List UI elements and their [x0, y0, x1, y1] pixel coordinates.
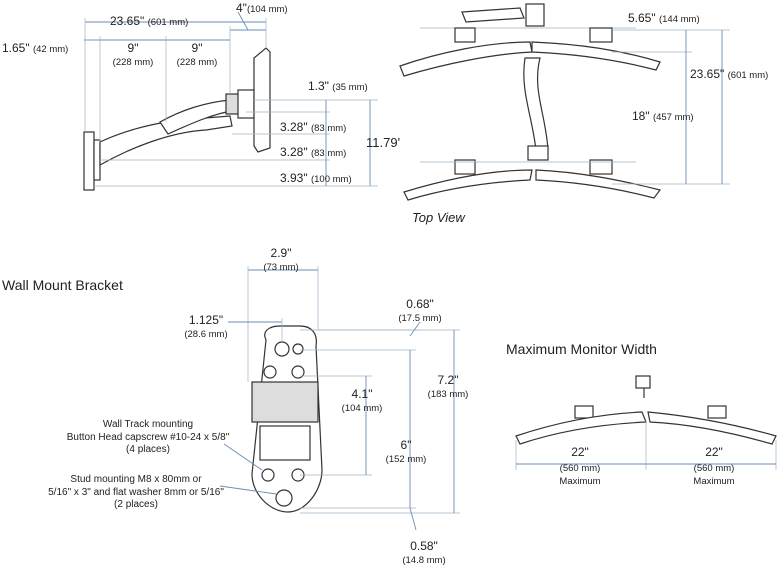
- wall-bracket-drawing: [251, 325, 323, 513]
- top-view-dimensions: [612, 29, 730, 185]
- wall-bracket-title: Wall Mount Bracket: [2, 277, 123, 293]
- dim-left-offset: 1.65" (42 mm): [2, 41, 69, 55]
- dim-h1: 3.28" (83 mm): [280, 120, 347, 134]
- dim-hole-spacing: 4.1"(104 mm): [341, 387, 383, 414]
- dim-top-offset: 4"(104 mm): [236, 1, 288, 15]
- dim-h3: 3.93" (100 mm): [280, 171, 352, 185]
- dim-hole-offset: 1.125"(28.6 mm): [184, 313, 228, 340]
- dim-bracket-bottom: 0.58"(14.8 mm): [402, 539, 446, 566]
- dim-top-view-offset: 5.65" (144 mm): [628, 11, 700, 25]
- max-monitor-title: Maximum Monitor Width: [506, 341, 657, 357]
- max-monitor-dimensions: [515, 420, 777, 470]
- dim-bracket-width: 2.9"(73 mm): [263, 246, 299, 273]
- dim-arm1: 9"(228 mm): [112, 41, 154, 68]
- dim-top-view-total: 23.65" (601 mm): [690, 67, 769, 81]
- side-view-arm-drawing: [83, 47, 271, 191]
- dim-h2: 3.28" (83 mm): [280, 145, 347, 159]
- dim-overall-width: 23.65" (601 mm): [110, 14, 189, 28]
- dim-arm2: 9"(228 mm): [176, 41, 218, 68]
- top-view-label: Top View: [412, 210, 465, 225]
- note-stud-mounting: Stud mounting M8 x 80mm or 5/16" x 3" an…: [48, 474, 224, 510]
- wall-bracket-dimensions: [219, 266, 460, 531]
- dim-monitor-right: 22" (560 mm) Maximum: [693, 445, 735, 487]
- side-view-dimensions: [84, 11, 378, 187]
- dim-monitor-left: 22" (560 mm) Maximum: [559, 445, 601, 487]
- dim-bracket-mid: 6"(152 mm): [385, 438, 427, 465]
- dim-bracket-total: 7.2"(183 mm): [427, 373, 469, 400]
- top-view-arm-drawing: [399, 3, 662, 201]
- dim-top-view-span: 18" (457 mm): [632, 109, 694, 123]
- dim-side-offset: 0.68"(17.5 mm): [398, 297, 442, 324]
- note-wall-track: Wall Track mounting Button Head capscrew…: [66, 419, 230, 455]
- dim-tilt: 1.3" (35 mm): [308, 79, 368, 93]
- dim-total-height: 11.79': [366, 135, 401, 150]
- max-monitor-drawing: [515, 375, 777, 445]
